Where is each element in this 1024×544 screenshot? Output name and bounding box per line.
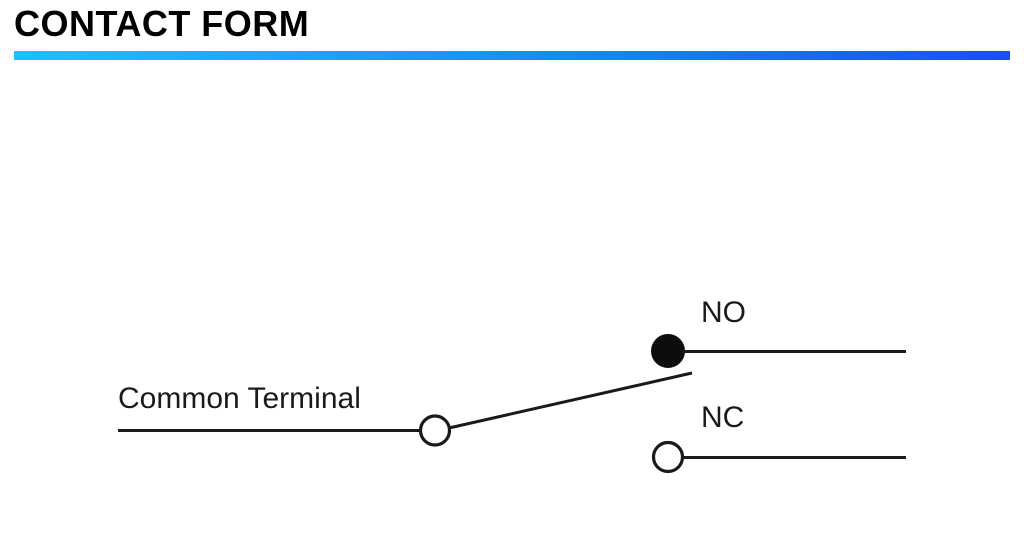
switch-armature-wire	[448, 371, 693, 430]
normally-closed-label: NC	[701, 401, 744, 434]
normally-open-node-icon	[651, 334, 685, 368]
page-title: CONTACT FORM	[14, 3, 310, 44]
common-terminal-label: Common Terminal	[118, 382, 361, 415]
normally-closed-node-icon	[651, 440, 685, 474]
title-accent-rule	[14, 51, 1010, 60]
normally-open-label: NO	[701, 296, 746, 329]
common-terminal-node-icon	[418, 414, 452, 447]
